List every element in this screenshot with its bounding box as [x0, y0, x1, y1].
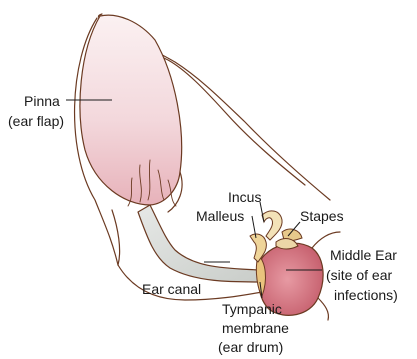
- label-middle-ear-line2: (site of ear: [326, 267, 392, 283]
- label-pinna-line1: Pinna: [24, 93, 60, 109]
- label-tympanic-line3: (ear drum): [218, 339, 283, 355]
- label-stapes: Stapes: [300, 208, 344, 224]
- label-ear-canal: Ear canal: [142, 281, 201, 297]
- label-incus: Incus: [228, 189, 261, 205]
- label-middle-ear-line3: infections): [334, 287, 398, 303]
- label-middle-ear-line1: Middle Ear: [330, 247, 397, 263]
- label-tympanic-line1: Tympanic: [222, 301, 282, 317]
- label-pinna-line2: (ear flap): [8, 113, 64, 129]
- pinna-shape: [75, 15, 183, 265]
- label-tympanic-line2: membrane: [222, 320, 289, 336]
- label-malleus: Malleus: [196, 208, 244, 224]
